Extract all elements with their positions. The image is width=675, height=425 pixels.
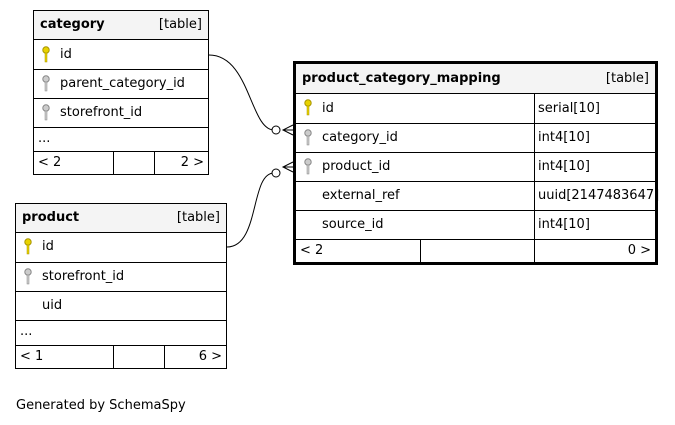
table-footer: < 2 0 > (296, 240, 655, 262)
table-kind: [table] (176, 210, 220, 225)
edge-category-optional-marker (271, 125, 281, 135)
column-name: id (322, 101, 334, 116)
column-row: storefront_id (34, 99, 208, 128)
parents-count: < 1 (20, 349, 44, 364)
column-name: uid (42, 298, 63, 313)
more-columns-ellipsis: ... (34, 128, 208, 152)
edge-product-optional-marker (271, 168, 281, 178)
children-count: 0 > (627, 243, 651, 258)
column-name: storefront_id (42, 269, 125, 284)
table-kind: [table] (605, 71, 649, 86)
table-name: product_category_mapping (302, 71, 501, 86)
column-row: id (34, 40, 208, 70)
table-header: product [table] (16, 204, 226, 233)
column-name: category_id (322, 130, 398, 145)
table-name: product (22, 210, 80, 225)
footer-divider (164, 346, 165, 368)
column-name: id (42, 239, 54, 254)
column-name: source_id (322, 217, 384, 232)
primary-key-icon (304, 99, 312, 116)
footer-divider (534, 240, 535, 262)
generator-credit: Generated by SchemaSpy (16, 398, 186, 413)
foreign-key-icon (24, 268, 32, 285)
column-name: parent_category_id (60, 76, 185, 91)
column-row: storefront_id (16, 263, 226, 292)
column-row: parent_category_id (34, 70, 208, 99)
column-type: uuid[2147483647] (534, 182, 659, 210)
category-table[interactable]: category [table] id parent_category_id s… (33, 10, 209, 175)
column-row: product_id int4[10] (296, 153, 655, 182)
column-type: serial[10] (534, 94, 658, 123)
foreign-key-icon (42, 104, 50, 121)
product-table[interactable]: product [table] id storefront_id uid ...… (15, 203, 227, 369)
footer-divider (113, 346, 114, 368)
table-name: category (40, 17, 105, 32)
column-type: int4[10] (534, 153, 658, 181)
column-row: category_id int4[10] (296, 124, 655, 153)
foreign-key-icon (304, 129, 312, 146)
primary-key-icon (42, 46, 50, 63)
edge-category-to-mapping (208, 54, 275, 131)
column-row: uid (16, 292, 226, 321)
product-category-mapping-table[interactable]: product_category_mapping [table] id seri… (293, 61, 659, 265)
column-row: external_ref uuid[2147483647] (296, 182, 659, 211)
table-header: product_category_mapping [table] (296, 64, 655, 94)
edge-product-to-mapping (226, 172, 275, 248)
parents-count: < 2 (38, 155, 62, 170)
column-name: storefront_id (60, 105, 143, 120)
column-name: product_id (322, 159, 391, 174)
more-columns-ellipsis: ... (16, 321, 226, 346)
column-type: int4[10] (534, 211, 658, 239)
primary-key-icon (24, 238, 32, 255)
footer-divider (420, 240, 421, 262)
foreign-key-icon (42, 75, 50, 92)
children-count: 2 > (180, 155, 204, 170)
column-row: id (16, 233, 226, 263)
foreign-key-icon (304, 158, 312, 175)
table-footer: < 2 2 > (34, 152, 208, 174)
table-kind: [table] (158, 17, 202, 32)
column-row: source_id int4[10] (296, 211, 655, 240)
children-count: 6 > (198, 349, 222, 364)
table-footer: < 1 6 > (16, 346, 226, 368)
footer-divider (154, 152, 155, 174)
column-row: id serial[10] (296, 94, 655, 124)
parents-count: < 2 (300, 243, 324, 258)
column-name: external_ref (322, 188, 400, 203)
column-type: int4[10] (534, 124, 658, 152)
footer-divider (113, 152, 114, 174)
column-name: id (60, 47, 72, 62)
table-header: category [table] (34, 11, 208, 40)
